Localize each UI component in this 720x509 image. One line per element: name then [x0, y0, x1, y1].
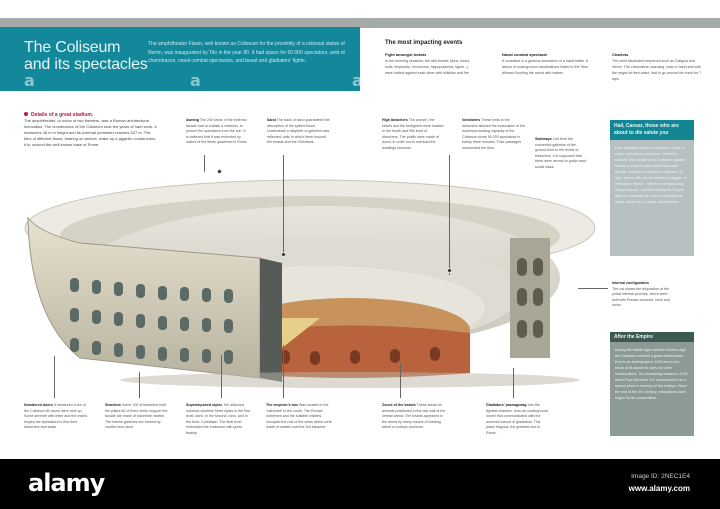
events-heading: The most impacting events — [385, 40, 463, 46]
event-item: Naval combat spectacle It consisted in a… — [502, 52, 592, 76]
note-stairways: Stairways Left from the concentric galle… — [535, 137, 587, 171]
details-heading: Details of a great stadium. — [24, 112, 159, 118]
note-text: It measured a ten of the Coliseum 80 doo… — [24, 403, 88, 430]
callout-line — [449, 155, 450, 275]
callout-line — [139, 372, 140, 398]
event-item: Fight amongst beasts In the morning sess… — [385, 52, 475, 76]
details-heading-text: Details of a great stadium. — [31, 112, 94, 118]
intro-text: The amphitheater Flavio, well known as C… — [148, 41, 345, 64]
title-line-1: The Coliseum — [24, 39, 121, 56]
internal-configuration-note: Internal configuration The cut shows the… — [612, 281, 674, 309]
top-gray-bar — [0, 18, 720, 28]
details-section: Details of a great stadium. The amphithe… — [24, 112, 159, 148]
note-title: Internal configuration — [612, 281, 649, 285]
note-awning: Awning The 240 struts of the external fa… — [186, 118, 248, 146]
note-text: The attached columns combine three style… — [186, 403, 250, 435]
gladiators-salute-box: Hail, Caesar, those who are about to die… — [610, 120, 694, 256]
image-id: Image ID: 2NEC1E4 — [631, 473, 690, 480]
watermark-glyph: a — [24, 71, 35, 90]
callout-line — [513, 368, 514, 398]
note-title: The emperor's box — [266, 403, 299, 407]
note-text: The women, the slaves and the foreigners… — [382, 118, 444, 150]
note-text: These exits to the bleachers allowed the… — [462, 118, 526, 150]
note-title: Numbered doors — [24, 403, 53, 407]
after-the-empire-box: After the Empire During the Middle Ages … — [610, 332, 694, 436]
note-text: Was located in the 'cathedral' to the so… — [266, 403, 332, 430]
box-text: During the Middle Ages and the Modern Ag… — [615, 348, 689, 400]
watermark-footer: alamy Image ID: 2NEC1E4 www.alamy.com — [0, 459, 720, 509]
details-text: The amphitheater, or union of two theate… — [24, 118, 157, 147]
callout-line — [578, 288, 608, 289]
watermark-glyph: a — [352, 71, 363, 90]
site-link[interactable]: www.alamy.com — [628, 484, 690, 493]
note-gladiators-passageway: Gladiators' passageway Into the lightest… — [486, 403, 550, 437]
note-text: The track of sand guaranteed the absorpt… — [267, 118, 330, 145]
page-title: The Coliseum and its spectacles — [24, 39, 148, 73]
alamy-logo: alamy — [28, 469, 105, 497]
note-text: The cut shows the disposition of the por… — [612, 286, 670, 308]
callout-line — [221, 355, 222, 398]
callout-pin — [447, 268, 452, 273]
note-emperors-box: The emperor's box Was located in the 'ca… — [266, 403, 332, 431]
note-text: Into the lightest chamber, from an under… — [486, 403, 548, 435]
event-item: Chariots The most fascinated emperors su… — [612, 52, 702, 82]
event-text: In the morning sessions, the wild beasts… — [385, 59, 471, 75]
note-superimposed-styles: Superimposed styles The attached columns… — [186, 403, 252, 437]
note-structure: Structure Some 100 of travertine built t… — [105, 403, 169, 431]
callout-line — [400, 363, 401, 398]
callout-line — [54, 356, 55, 398]
note-sand: Sand The track of sand guaranteed the ab… — [267, 118, 331, 146]
event-title: Fight amongst beasts — [385, 52, 427, 57]
note-title: Superimposed styles — [186, 403, 223, 407]
note-title: High bleachers — [382, 118, 408, 122]
callout-line — [204, 155, 205, 172]
note-title: Zones of the beasts — [382, 403, 416, 407]
watermark-glyph: a — [190, 71, 201, 90]
event-title: Naval combat spectacle — [502, 52, 548, 57]
note-title: Structure — [105, 403, 121, 407]
event-text: The most fascinated emperors such as Cal… — [612, 59, 702, 81]
coliseum-illustration — [24, 179, 596, 388]
note-numbered-doors: Numbered doors It measured a ten of the … — [24, 403, 88, 431]
bullet-icon — [24, 112, 28, 116]
event-text: It consisted in a glorious simulation of… — [502, 59, 589, 75]
note-zones-of-beasts: Zones of the beasts These areas for anim… — [382, 403, 446, 431]
note-title: Awning — [186, 118, 199, 122]
note-text: Left from the concentric galleries of th… — [535, 137, 587, 169]
note-title: Gladiators' passageway — [486, 403, 527, 407]
note-vomitories: Vomitories These exits to the bleachers … — [462, 118, 526, 152]
event-title: Chariots — [612, 52, 629, 57]
note-text: The 240 struts of the external facade ha… — [186, 118, 248, 145]
callout-line — [283, 345, 284, 398]
note-title: Sand — [267, 118, 276, 122]
title-banner: The Coliseum and its spectacles The amph… — [0, 27, 363, 91]
callout-pin — [217, 169, 222, 174]
note-title: Stairways — [535, 137, 552, 141]
box-heading: After the Empire — [610, 332, 694, 342]
note-high-bleachers: High bleachers The women, the slaves and… — [382, 118, 444, 152]
box-text: Each gladiator could be a prisoner of wa… — [615, 146, 687, 204]
note-text: Some 100 of travertine built the pillars… — [105, 403, 168, 430]
title-line-2: and its spectacles — [24, 56, 148, 73]
callout-line — [283, 155, 284, 255]
events-section: The most impacting events Fight amongst … — [385, 40, 720, 81]
note-text: These areas for animals positioned in th… — [382, 403, 446, 430]
box-heading: Hail, Caesar, those who are about to die… — [610, 120, 694, 140]
note-title: Vomitories — [462, 118, 481, 122]
callout-pin — [281, 252, 286, 257]
